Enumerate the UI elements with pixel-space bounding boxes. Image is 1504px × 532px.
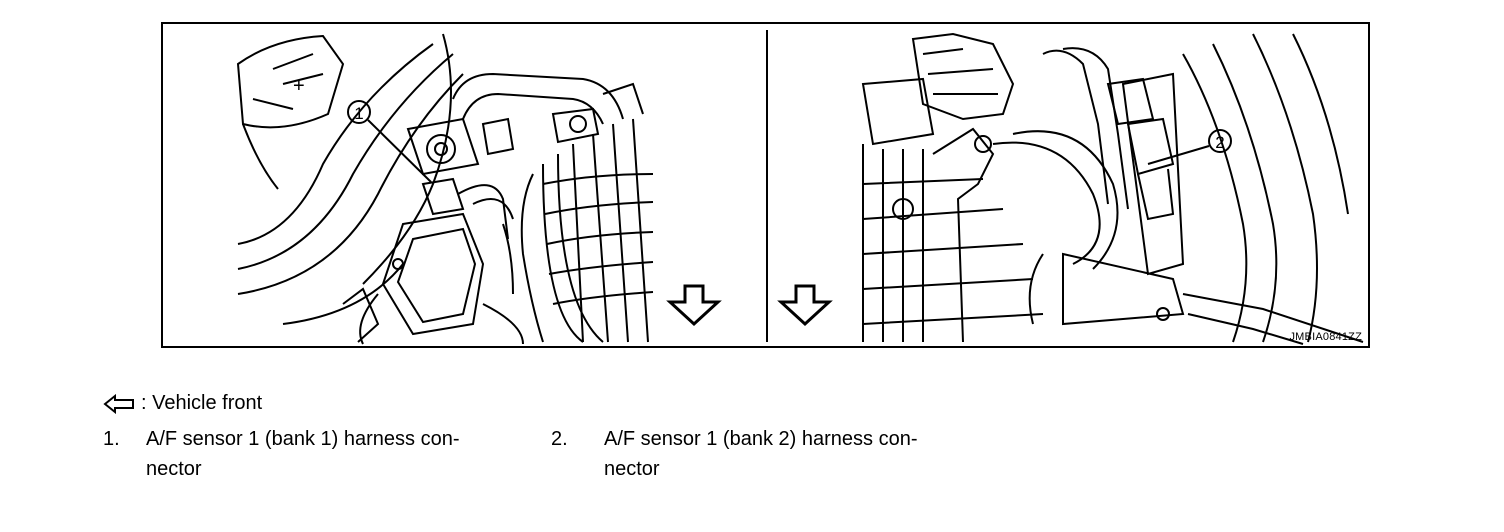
engine-line-drawing: +	[236, 30, 1364, 345]
legend-item-1-line2: nector	[146, 458, 202, 480]
legend-item-1-number: 1.	[103, 428, 120, 450]
legend-item-2: A/F sensor 1 (bank 2) harness con- necto…	[604, 424, 1024, 484]
svg-text:+: +	[293, 75, 305, 97]
vehicle-front-legend: : Vehicle front	[103, 390, 262, 417]
left-engine-view: +	[236, 33, 722, 345]
callout-1-marker: 1	[354, 104, 363, 123]
engine-bay-illustration: +	[161, 22, 1370, 348]
legend-item-1: A/F sensor 1 (bank 1) harness con- necto…	[146, 424, 566, 484]
legend-item-2-number: 2.	[551, 428, 568, 450]
right-engine-view	[777, 32, 1364, 345]
front-arrow-icon	[103, 393, 134, 414]
callout-2-marker: 2	[1215, 133, 1224, 152]
legend-item-2-line2: nector	[604, 458, 660, 480]
legend-item-2-line1: A/F sensor 1 (bank 2) harness con-	[604, 428, 918, 450]
legend-item-1-line1: A/F sensor 1 (bank 1) harness con-	[146, 428, 460, 450]
vehicle-front-label: : Vehicle front	[141, 392, 263, 414]
figure-id-code: JMBIA0841ZZ	[1289, 331, 1362, 343]
